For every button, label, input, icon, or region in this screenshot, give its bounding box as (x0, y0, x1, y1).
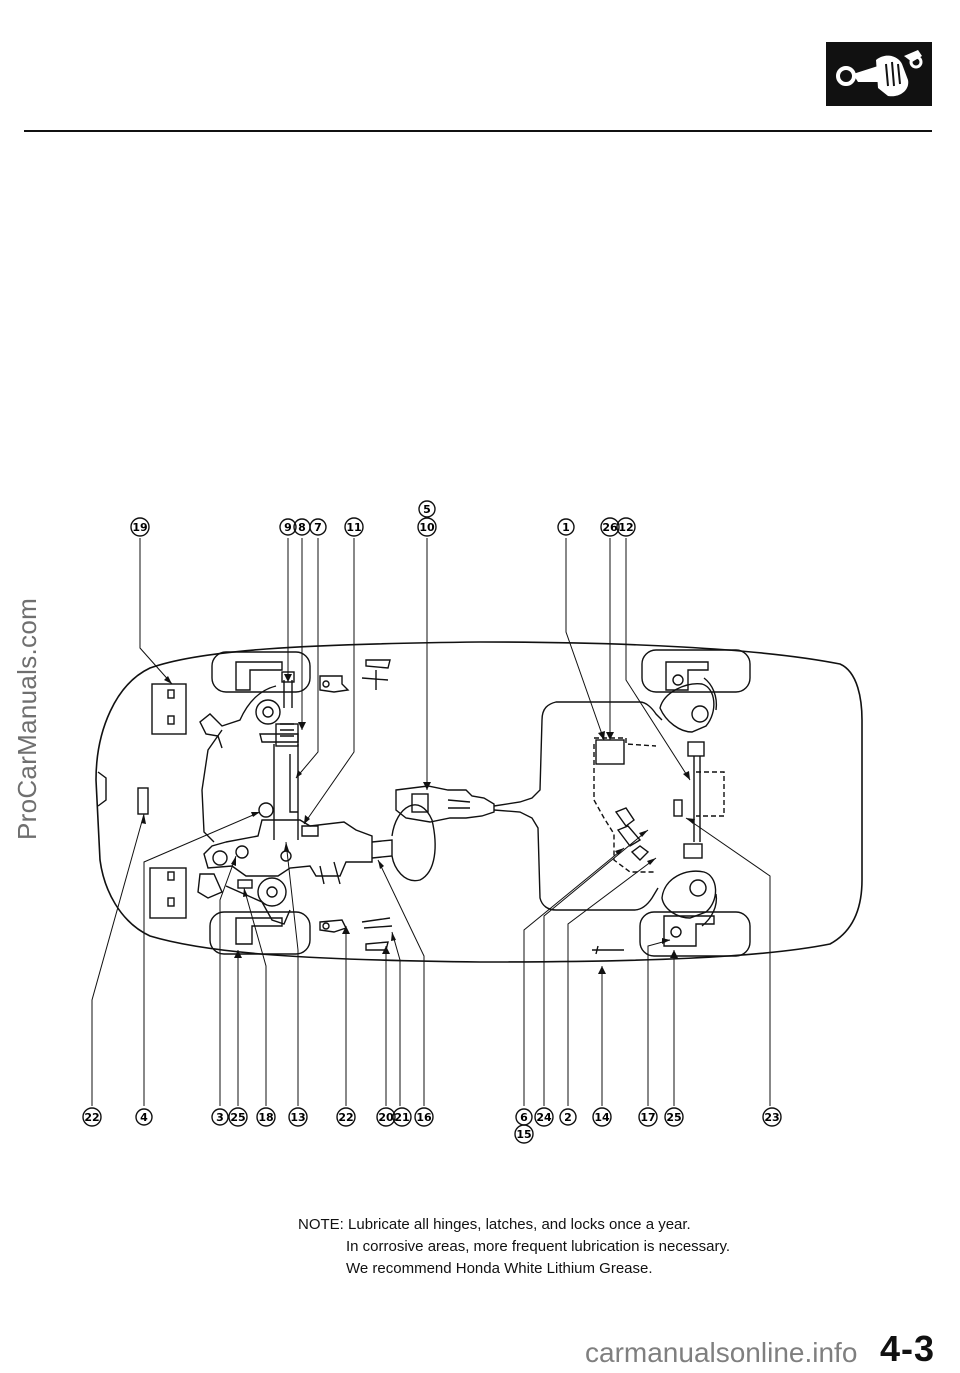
callout-2: 2 (559, 1108, 577, 1126)
callout-4: 4 (135, 1108, 153, 1126)
svg-text:23: 23 (764, 1111, 779, 1124)
svg-text:26: 26 (602, 521, 618, 534)
page-number: 4-3 (880, 1328, 936, 1369)
svg-text:25: 25 (230, 1111, 245, 1124)
svg-text:9: 9 (284, 521, 292, 534)
callout-12: 12 (616, 517, 636, 537)
note-label: NOTE: (298, 1216, 344, 1233)
callout-19: 19 (130, 517, 150, 537)
callout-13: 13 (288, 1107, 308, 1127)
svg-text:11: 11 (346, 521, 361, 534)
svg-text:18: 18 (258, 1111, 273, 1124)
svg-text:21: 21 (394, 1111, 409, 1124)
callout-25-front: 25 (228, 1107, 248, 1127)
svg-text:20: 20 (378, 1111, 394, 1124)
header-rule (24, 130, 932, 132)
svg-text:13: 13 (290, 1111, 305, 1124)
callout-25-rear: 25 (664, 1107, 684, 1127)
note-line-3: We recommend Honda White Lithium Grease. (346, 1260, 653, 1277)
svg-text:14: 14 (594, 1111, 610, 1124)
callout-10: 10 (417, 517, 437, 537)
callout-20: 20 (376, 1107, 396, 1127)
callout-7: 7 (309, 518, 327, 536)
svg-text:7: 7 (314, 521, 322, 534)
svg-text:4: 4 (140, 1111, 148, 1124)
callout-11: 11 (344, 517, 364, 537)
svg-text:17: 17 (640, 1111, 655, 1124)
callout-23: 23 (762, 1107, 782, 1127)
callout-16: 16 (414, 1107, 434, 1127)
callout-1: 1 (557, 518, 575, 536)
svg-text:16: 16 (416, 1111, 432, 1124)
footer-watermark: carmanualsonline.info (585, 1337, 858, 1368)
note-line-2: In corrosive areas, more frequent lubric… (346, 1238, 731, 1255)
svg-text:25: 25 (666, 1111, 681, 1124)
svg-text:15: 15 (516, 1128, 531, 1141)
callout-26: 26 (600, 517, 620, 537)
callout-24: 24 (534, 1107, 554, 1127)
callout-21: 21 (392, 1107, 412, 1127)
svg-text:1: 1 (562, 521, 570, 534)
callout-17: 17 (638, 1107, 658, 1127)
callout-3: 3 (211, 1108, 229, 1126)
callout-5: 5 (418, 500, 436, 518)
callout-18: 18 (256, 1107, 276, 1127)
callout-22-center: 22 (336, 1107, 356, 1127)
svg-text:6: 6 (520, 1111, 528, 1124)
note-line-1: NOTE: Lubricate all hinges, latches, and… (298, 1214, 730, 1236)
wrench-fist-icon (826, 42, 932, 106)
svg-text:22: 22 (84, 1111, 99, 1124)
callout-6: 6 (515, 1108, 533, 1126)
svg-text:19: 19 (132, 521, 147, 534)
svg-text:10: 10 (419, 521, 435, 534)
svg-text:22: 22 (338, 1111, 353, 1124)
svg-text:12: 12 (618, 521, 633, 534)
callout-14: 14 (592, 1107, 612, 1127)
callout-22-left: 22 (82, 1107, 102, 1127)
svg-text:24: 24 (536, 1111, 552, 1124)
lubrication-note: NOTE: Lubricate all hinges, latches, and… (298, 1214, 730, 1280)
svg-text:8: 8 (298, 521, 306, 534)
svg-text:5: 5 (423, 503, 431, 516)
svg-text:3: 3 (216, 1111, 224, 1124)
callout-9: 9 (279, 518, 297, 536)
note-text-1: Lubricate all hinges, latches, and locks… (348, 1216, 691, 1233)
callout-15: 15 (514, 1124, 534, 1144)
svg-text:2: 2 (564, 1111, 572, 1124)
